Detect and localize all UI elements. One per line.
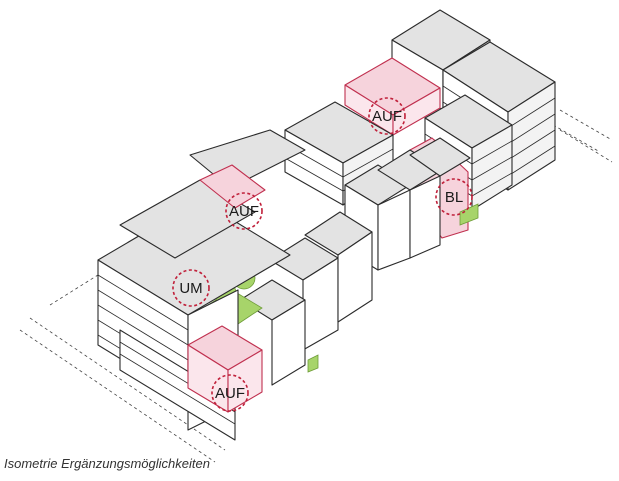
marker-label: BL xyxy=(445,189,463,206)
marker-auf-left: AUF xyxy=(225,192,263,230)
pitched-roof-houses xyxy=(239,137,471,386)
marker-auf-bottom: AUF xyxy=(211,374,249,412)
marker-um: UM xyxy=(172,269,210,307)
marker-label: AUF xyxy=(229,203,259,220)
building-left-front xyxy=(97,129,306,441)
extension-bottom-auf xyxy=(187,325,263,413)
marker-auf-top: AUF xyxy=(368,97,406,135)
marker-label: AUF xyxy=(372,108,402,125)
site-boundary-lines xyxy=(19,109,613,463)
marker-bl: BL xyxy=(435,178,473,216)
marker-label: UM xyxy=(179,280,202,297)
figure-caption: Isometrie Ergänzungsmöglichkeiten xyxy=(4,456,210,471)
extension-top-auf xyxy=(344,57,441,136)
marker-label: AUF xyxy=(215,385,245,402)
